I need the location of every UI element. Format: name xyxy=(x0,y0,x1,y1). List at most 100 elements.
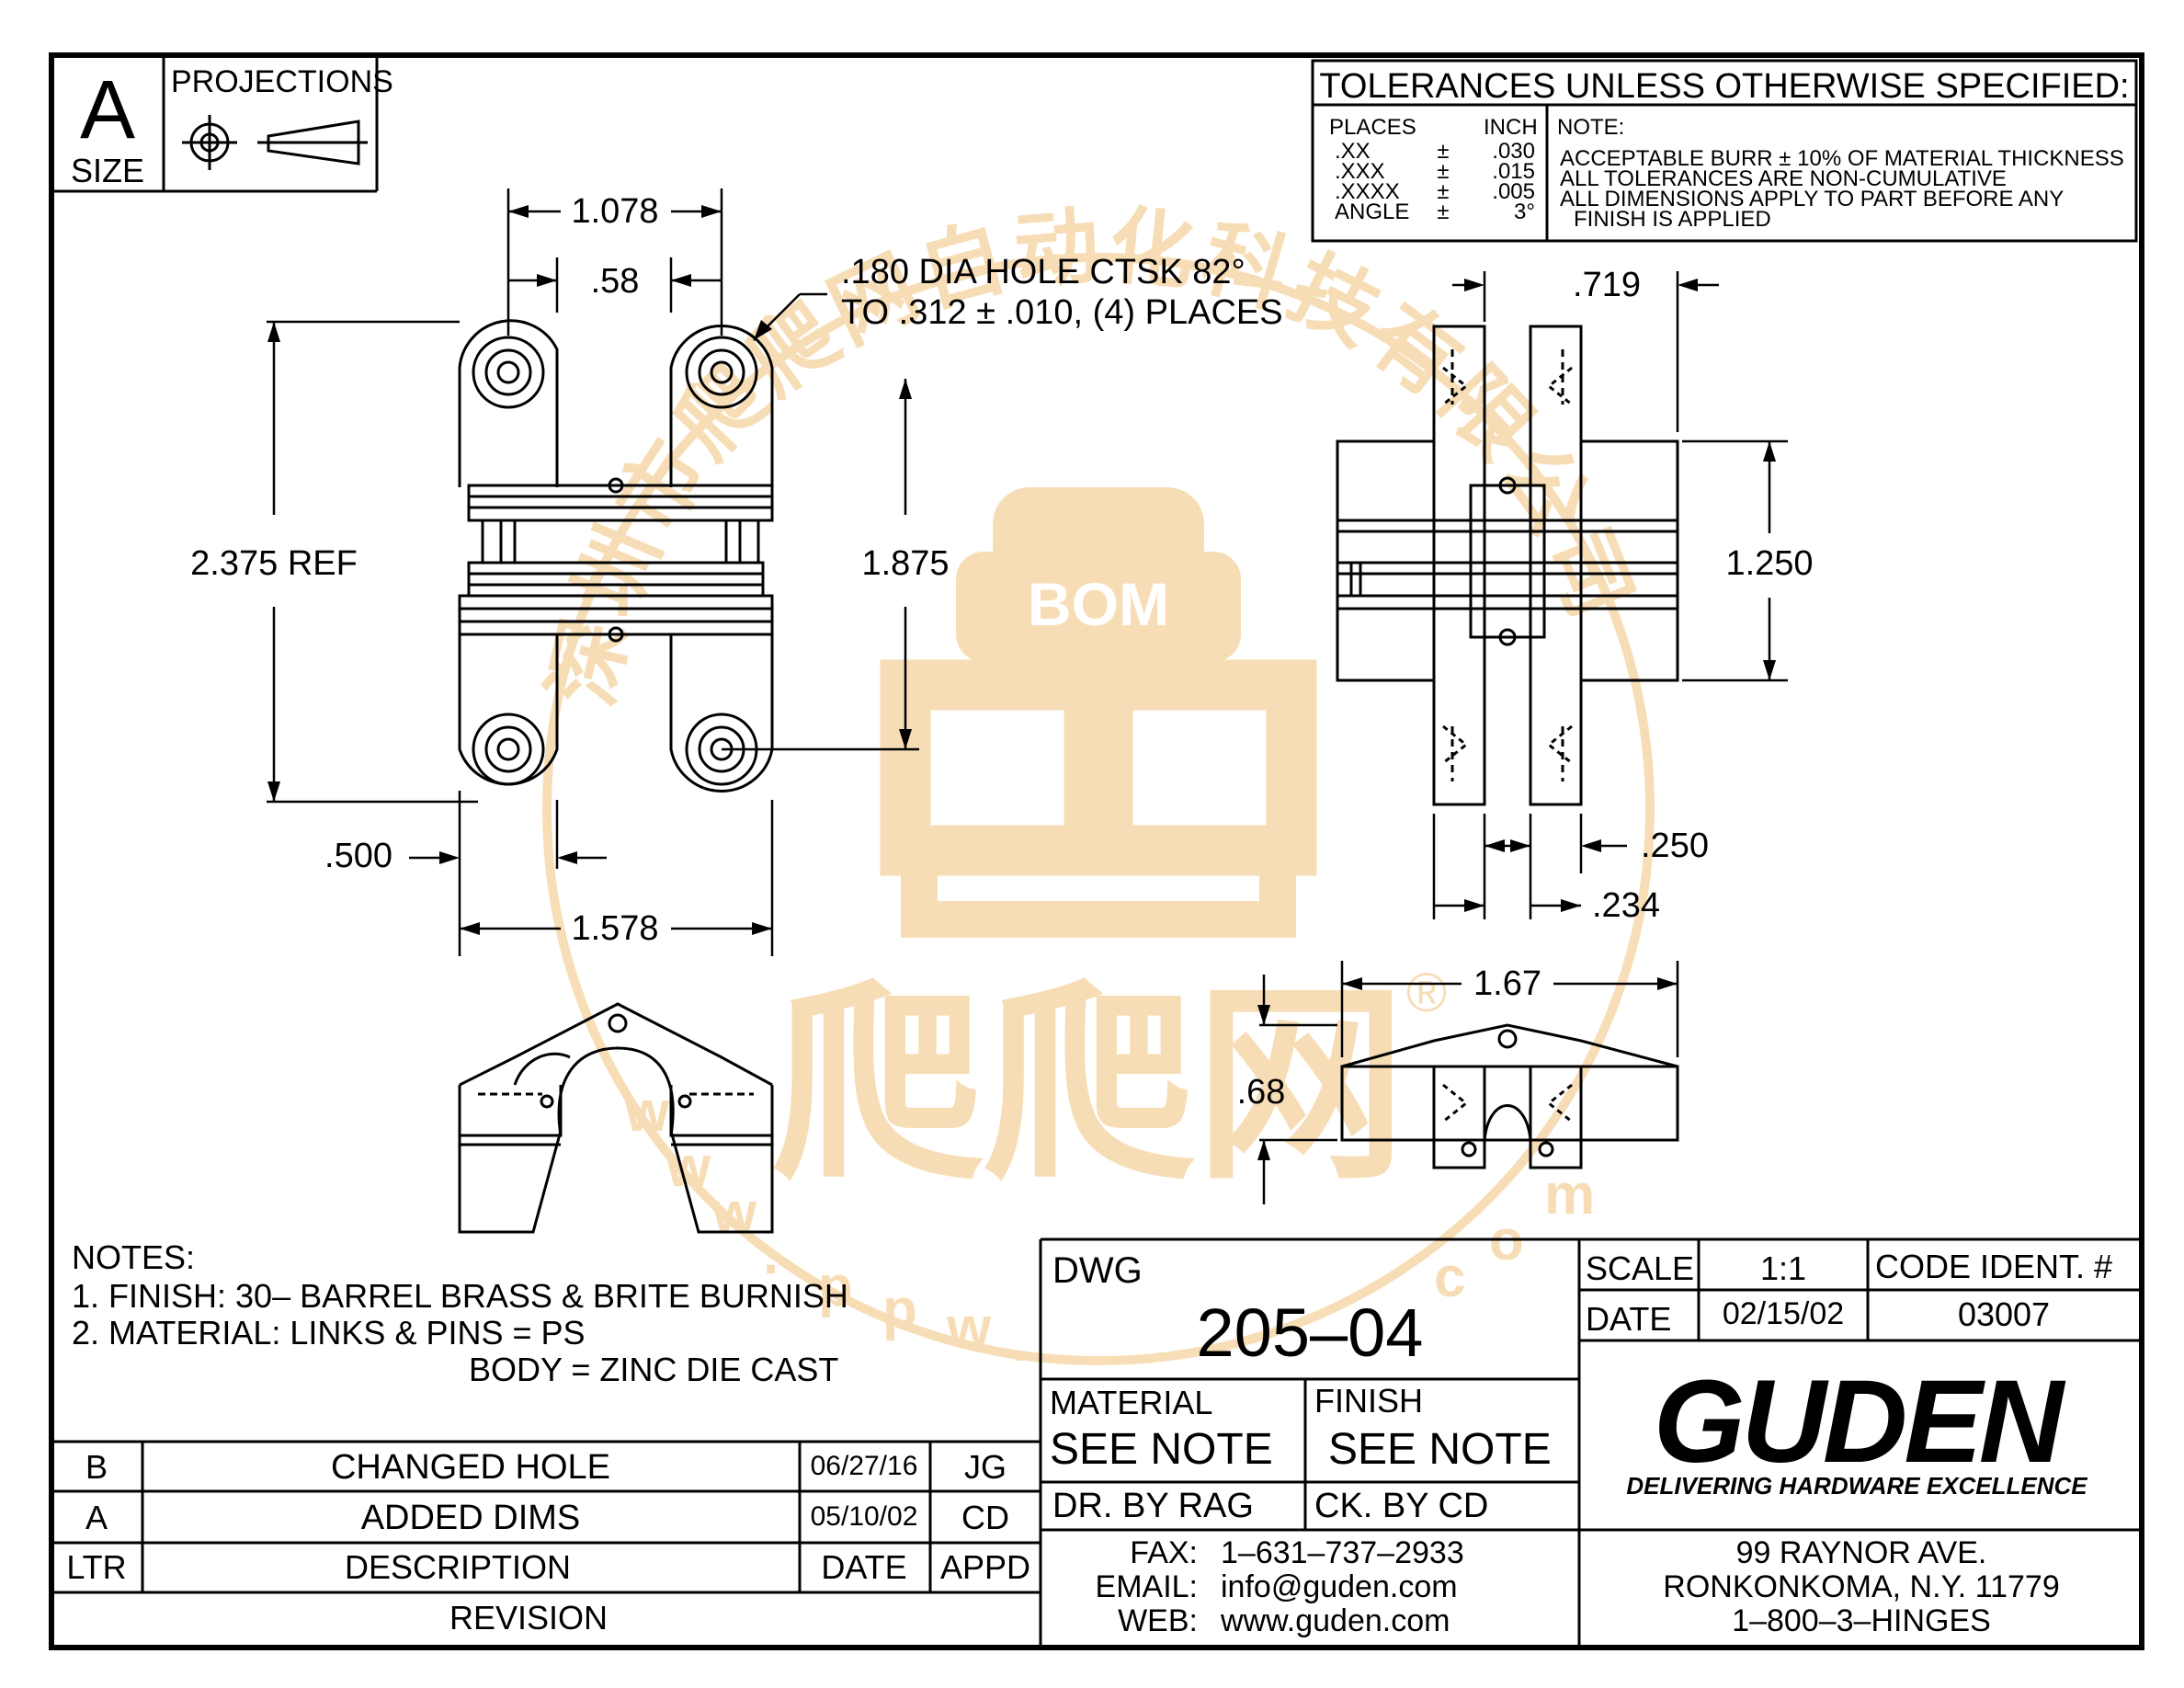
dim-0-719: .719 xyxy=(1573,266,1641,304)
watermark-url-letter: w xyxy=(624,1080,670,1144)
front-view xyxy=(458,319,774,793)
dim-1-578: 1.578 xyxy=(571,909,658,948)
date-value: 02/15/02 xyxy=(1723,1296,1844,1331)
company-phone: 1–800–3–HINGES xyxy=(1732,1603,1991,1638)
dim-0-250: .250 xyxy=(1641,827,1709,865)
watermark-brand: 爬爬网 xyxy=(772,967,1406,1203)
tol-plus-minus: ± xyxy=(1437,200,1449,224)
side-view-arrowheads xyxy=(1464,279,1776,912)
email-label: EMAIL: xyxy=(1096,1569,1198,1604)
tol-plus-minus: ± xyxy=(1437,159,1449,184)
closed-hinge-view xyxy=(1340,1023,1679,1169)
rev-header-date: DATE xyxy=(821,1548,906,1586)
revision-footer: REVISION xyxy=(449,1599,608,1637)
tol-places: .XXXX xyxy=(1335,179,1400,204)
guden-logo: GUDEN xyxy=(1654,1356,2066,1488)
watermark-url-letter: w xyxy=(946,1296,992,1360)
dim-1-875: 1.875 xyxy=(861,544,949,583)
fax-label: FAX: xyxy=(1130,1535,1198,1570)
size-label: SIZE xyxy=(71,152,144,189)
watermark-url-letter: w xyxy=(711,1181,757,1245)
notes-line-1: 1. FINISH: 30– BARREL BRASS & BRITE BURN… xyxy=(72,1277,848,1315)
tolerance-note-line: ALL TOLERANCES ARE NON-CUMULATIVE xyxy=(1560,166,2007,191)
watermark-url-letter: p xyxy=(882,1278,917,1341)
third-angle-projection-symbol xyxy=(182,115,368,170)
drawing-info-lines xyxy=(1039,1237,2142,1648)
tol-places: .XX xyxy=(1335,139,1371,164)
rev-header-description: DESCRIPTION xyxy=(345,1548,571,1586)
notes-line-2: 2. MATERIAL: LINKS & PINS = PS xyxy=(72,1314,586,1352)
revision-table-lines xyxy=(51,1440,1041,1594)
material-value: SEE NOTE xyxy=(1050,1425,1273,1474)
checked-by: CK. BY CD xyxy=(1314,1487,1488,1525)
tol-plus-minus: ± xyxy=(1437,179,1449,204)
watermark-url-letter: p xyxy=(818,1255,853,1318)
company-tagline: DELIVERING HARDWARE EXCELLENCE xyxy=(1626,1472,2087,1500)
finish-value: SEE NOTE xyxy=(1328,1425,1552,1474)
drawn-by: DR. BY RAG xyxy=(1052,1487,1254,1525)
scale-value: 1:1 xyxy=(1760,1249,1806,1287)
watermark-url-letter: m xyxy=(1544,1163,1595,1226)
notes-line-3: BODY = ZINC DIE CAST xyxy=(469,1351,838,1388)
revision-letter: B xyxy=(85,1448,108,1486)
tol-value: .005 xyxy=(1492,179,1535,204)
dim-0-68: .68 xyxy=(1237,1073,1286,1112)
tol-header-places: PLACES xyxy=(1329,115,1416,140)
tolerances-title: TOLERANCES UNLESS OTHERWISE SPECIFIED: xyxy=(1319,67,2129,106)
dim-0-500: .500 xyxy=(324,837,392,875)
material-label: MATERIAL xyxy=(1050,1384,1212,1421)
revision-date: 05/10/02 xyxy=(811,1501,918,1532)
watermark-url-letter: c xyxy=(1434,1246,1465,1309)
address-line-2: RONKONKOMA, N.Y. 11779 xyxy=(1663,1569,2059,1604)
open-hinge-view xyxy=(458,1002,774,1234)
watermark-center-text: BOM xyxy=(1028,570,1169,638)
tol-places: .XXX xyxy=(1335,159,1385,184)
date-label: DATE xyxy=(1586,1300,1671,1338)
watermark-registered: ® xyxy=(1406,962,1447,1023)
web-label: WEB: xyxy=(1118,1603,1198,1638)
tol-header-inch: INCH xyxy=(1484,115,1538,140)
revision-approved-by: CD xyxy=(961,1499,1009,1536)
watermark-url-letter: . xyxy=(1011,1310,1027,1374)
hole-note-line-2: TO .312 ± .010, (4) PLACES xyxy=(841,293,1283,332)
tolerance-note-line: ACCEPTABLE BURR ± 10% OF MATERIAL THICKN… xyxy=(1560,146,2124,171)
code-ident-label: CODE IDENT. # xyxy=(1875,1248,2112,1285)
revision-letter: A xyxy=(85,1499,108,1536)
address-line-1: 99 RAYNOR AVE. xyxy=(1736,1535,1987,1570)
dim-1-250: 1.250 xyxy=(1725,544,1813,583)
tol-value: 3° xyxy=(1514,200,1535,224)
tolerance-note-line: ALL DIMENSIONS APPLY TO PART BEFORE ANY xyxy=(1560,187,2064,211)
revision-description: ADDED DIMS xyxy=(361,1499,581,1537)
revision-date: 06/27/16 xyxy=(811,1451,918,1481)
dwg-label: DWG xyxy=(1052,1250,1143,1291)
note-label: NOTE: xyxy=(1557,115,1624,140)
size-block xyxy=(51,55,379,193)
code-ident-value: 03007 xyxy=(1958,1295,2050,1333)
dim-1-67: 1.67 xyxy=(1473,964,1541,1003)
tol-value: .015 xyxy=(1492,159,1535,184)
tolerance-notes: ACCEPTABLE BURR ± 10% OF MATERIAL THICKN… xyxy=(1560,146,2124,232)
projections-label: PROJECTIONS xyxy=(171,64,393,99)
dim-2-375-ref: 2.375 REF xyxy=(190,544,358,583)
dim-0-58: .58 xyxy=(591,262,640,301)
sheet-border xyxy=(49,52,2144,1650)
tolerance-block-lines xyxy=(1311,59,2138,243)
fax-value: 1–631–737–2933 xyxy=(1221,1535,1464,1570)
scale-label: SCALE xyxy=(1586,1249,1694,1287)
rev-header-ltr: LTR xyxy=(66,1548,126,1586)
notes-header: NOTES: xyxy=(72,1238,195,1276)
revision-description: CHANGED HOLE xyxy=(331,1448,610,1487)
dim-1-078: 1.078 xyxy=(571,192,658,231)
watermark-url-letter: . xyxy=(763,1223,779,1286)
dwg-number: 205–04 xyxy=(1197,1295,1424,1371)
tolerance-note-line: FINISH IS APPLIED xyxy=(1574,207,1771,232)
web-value: www.guden.com xyxy=(1220,1603,1450,1638)
tol-places: ANGLE xyxy=(1335,200,1409,224)
tol-plus-minus: ± xyxy=(1437,139,1449,164)
dim-0-234: .234 xyxy=(1592,886,1660,925)
finish-label: FINISH xyxy=(1314,1382,1423,1420)
tol-value: .030 xyxy=(1492,139,1535,164)
